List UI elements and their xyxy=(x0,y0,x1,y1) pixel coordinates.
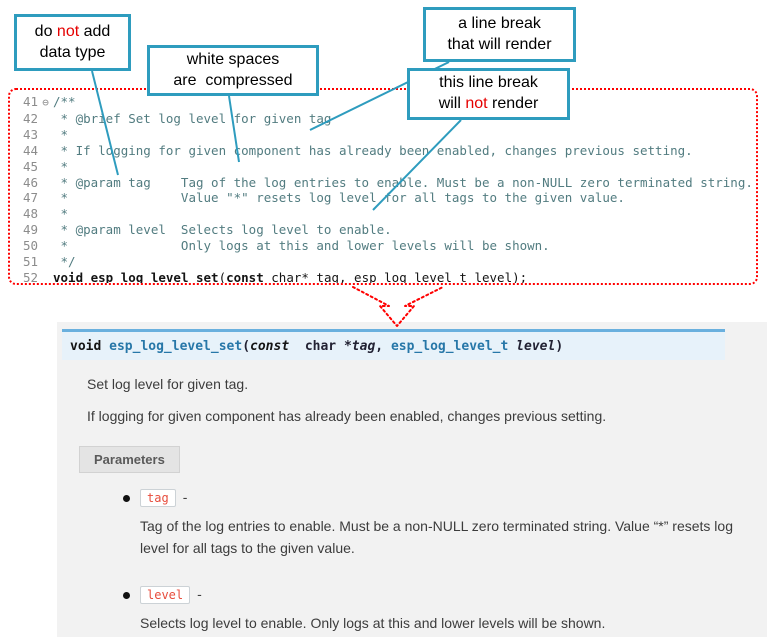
callout-text: do not add xyxy=(35,22,111,43)
line-number: 41 xyxy=(22,94,38,109)
function-name: esp_log_level_set xyxy=(83,269,219,285)
callout-text-emphasis: not xyxy=(56,22,80,40)
sig-punctuation: , xyxy=(375,339,391,354)
code-text: * If logging for given component has alr… xyxy=(53,142,693,158)
callout-text: this line break xyxy=(439,74,538,92)
callout-text: will not render xyxy=(439,94,539,115)
code-line: 43 * xyxy=(14,127,756,143)
code-line: 42 * @brief Set log level for given tag xyxy=(14,111,756,127)
code-text: * Only logs at this and lower levels wil… xyxy=(53,238,550,254)
code-text: * Value "*" resets log level for all tag… xyxy=(53,190,625,206)
sig-punctuation: ) xyxy=(555,339,564,354)
line-number: 47 xyxy=(22,190,38,206)
param-dash: - xyxy=(197,585,202,602)
line-number: 48 xyxy=(22,206,38,222)
brief-description: Set log level for given tag. xyxy=(87,376,249,392)
sig-keyword-void: void xyxy=(70,339,110,354)
code-line: 44 * If logging for given component has … xyxy=(14,143,756,159)
bullet-icon xyxy=(123,495,130,502)
keyword-const: const xyxy=(226,269,264,285)
line-number: 46 xyxy=(22,174,38,190)
code-text: * @param level Selects log level to enab… xyxy=(53,222,392,238)
line-number: 51 xyxy=(22,254,38,270)
param-name-chip: level xyxy=(140,585,191,604)
line-number: 43 xyxy=(22,126,38,142)
callout-text: white spaces xyxy=(186,50,280,68)
code-text: char* tag, esp_log_level_t level); xyxy=(263,269,528,285)
code-text: * xyxy=(53,158,69,174)
sig-type-link[interactable]: esp_log_level_t xyxy=(390,339,509,354)
rendered-docs-panel: void esp_log_level_set(const char *tag, … xyxy=(57,322,767,637)
line-number: 52 xyxy=(22,269,38,285)
fold-marker-icon[interactable]: ⊖ xyxy=(42,96,49,109)
line-number: 42 xyxy=(22,110,38,126)
code-text: * xyxy=(53,206,69,222)
sig-punctuation xyxy=(508,339,516,354)
code-text: * @brief Set log level for given tag xyxy=(53,110,332,126)
param-description: Selects log level to enable. Only logs a… xyxy=(140,614,606,631)
line-number: 45 xyxy=(22,158,38,174)
line-number: 50 xyxy=(22,238,38,254)
code-line: 50 * Only logs at this and lower levels … xyxy=(14,238,756,254)
callout-linebreak-does-not-render: this line break will not render xyxy=(407,68,570,120)
code-line: 41 ⊖ /** xyxy=(14,94,756,111)
parameter-item-tag: tag- Tag of the log entries to enable. M… xyxy=(123,489,767,560)
callout-text: that will render xyxy=(447,35,552,53)
sig-type-char: char * xyxy=(289,339,352,354)
code-line: 45 * xyxy=(14,159,756,175)
callout-text-part: will xyxy=(438,95,466,112)
callout-text: are compressed xyxy=(173,71,293,89)
sig-arg-level: level xyxy=(516,339,556,354)
callout-text: data type xyxy=(39,43,106,61)
sig-punctuation: ( xyxy=(242,339,251,354)
callout-text-part: do xyxy=(34,22,57,40)
code-line: 46 * @param tag Tag of the log entries t… xyxy=(14,175,756,191)
callout-text: a line break xyxy=(458,14,541,32)
parameter-list: tag- Tag of the log entries to enable. M… xyxy=(57,489,767,634)
function-signature: void esp_log_level_set(const char *tag, … xyxy=(62,329,725,360)
callout-whitespace-compressed: white spaces are compressed xyxy=(147,45,319,96)
line-number: 49 xyxy=(22,222,38,238)
keyword-void: void xyxy=(53,269,84,285)
code-line: 47 * Value "*" resets log level for all … xyxy=(14,190,756,206)
code-text: ( xyxy=(218,269,227,285)
code-line: 48 * xyxy=(14,206,756,222)
callout-text-emphasis: not xyxy=(465,95,488,112)
line-number: 44 xyxy=(22,142,38,158)
sig-arg-tag: tag xyxy=(351,339,376,354)
code-line: 51 */ xyxy=(14,254,756,270)
callout-do-not-add-datatype: do not add data type xyxy=(14,14,131,71)
parameter-item-level: level- Selects log level to enable. Only… xyxy=(123,585,767,634)
renders-to-arrow-icon xyxy=(352,286,444,327)
code-text: * xyxy=(53,126,69,142)
detailed-description: If logging for given component has alrea… xyxy=(87,408,607,424)
code-text: */ xyxy=(53,254,76,270)
parameters-label: Parameters xyxy=(79,446,180,473)
callout-text-part: render xyxy=(487,95,539,112)
code-line-declaration: 52 void esp_log_level_set(const char* tag… xyxy=(14,269,756,285)
param-name-chip: tag xyxy=(140,489,176,507)
param-description: Tag of the log entries to enable. Must b… xyxy=(140,518,733,557)
sig-function-name: esp_log_level_set xyxy=(109,339,243,354)
callout-text-part: add xyxy=(79,22,111,40)
code-text: /** xyxy=(53,94,76,109)
param-dash: - xyxy=(182,489,188,505)
bullet-icon xyxy=(123,591,130,599)
sig-keyword-const: const xyxy=(250,339,290,354)
code-text: * @param tag Tag of the log entries to e… xyxy=(53,174,753,190)
code-line: 49 * @param level Selects log level to e… xyxy=(14,222,756,238)
code-editor-block[interactable]: 41 ⊖ /** 42 * @brief Set log level for giv… xyxy=(8,88,758,285)
callout-linebreak-renders: a line break that will render xyxy=(423,7,576,62)
